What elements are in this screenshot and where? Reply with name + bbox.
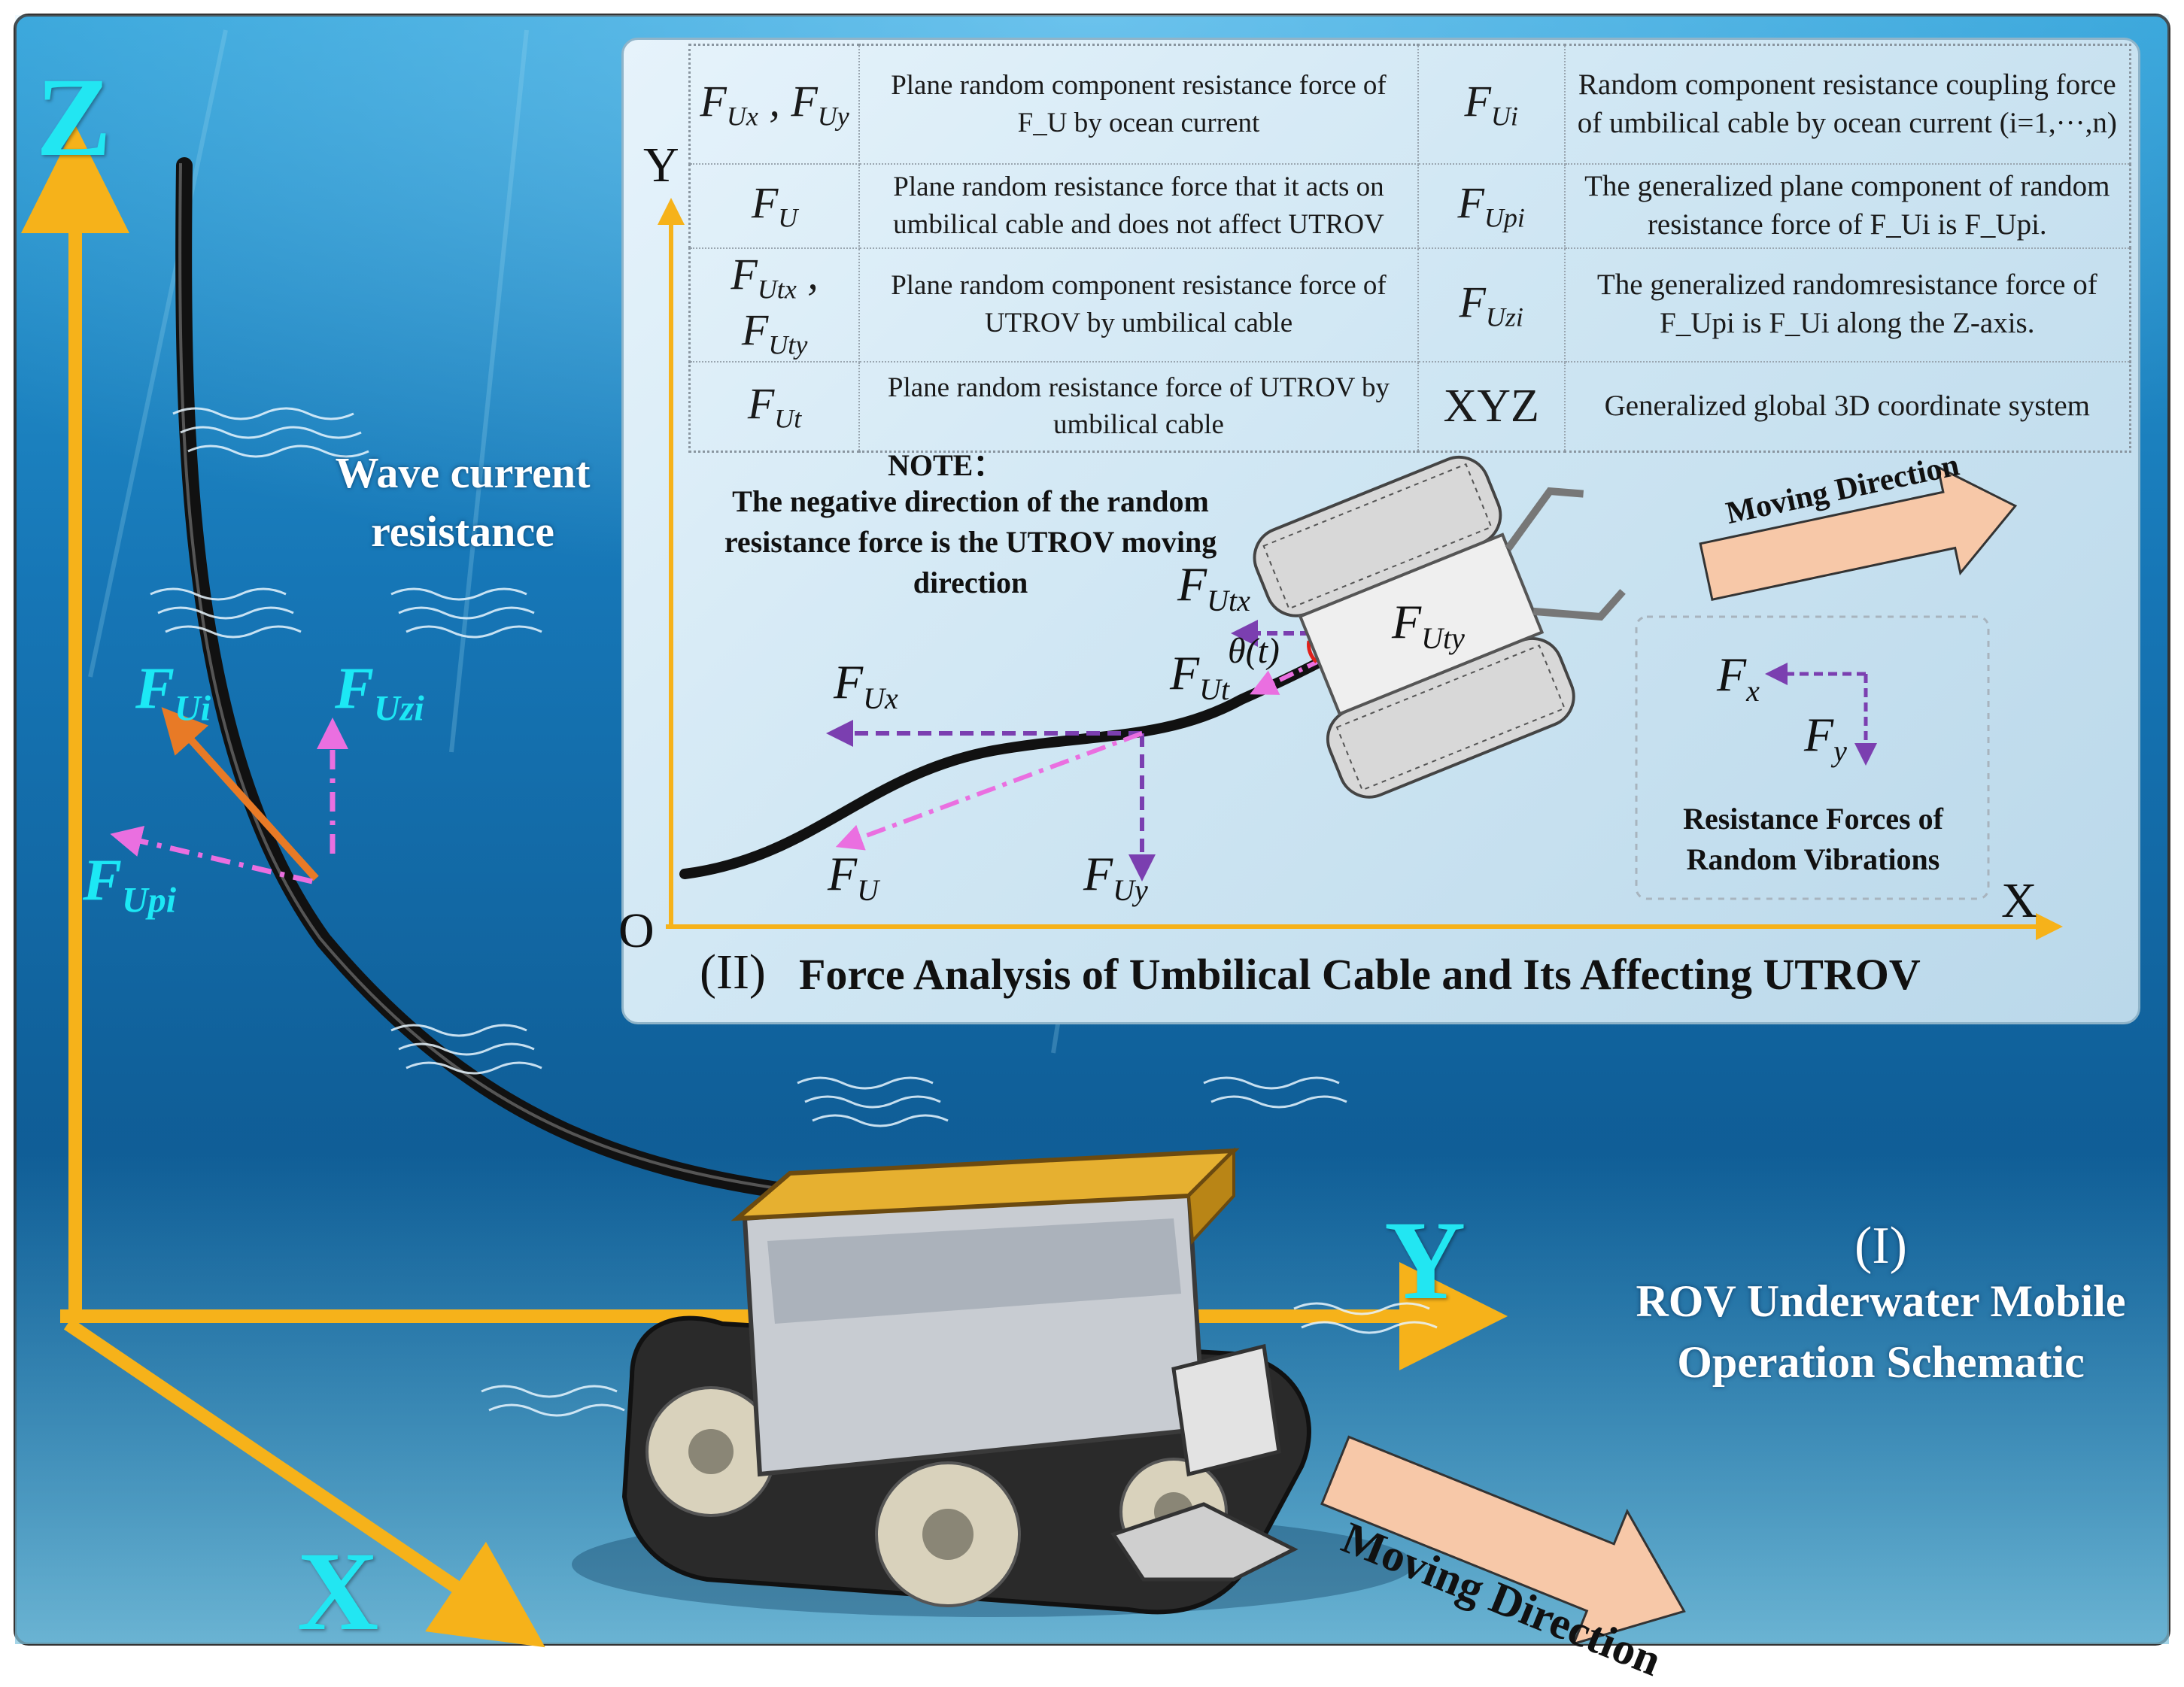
cable-highlight <box>178 162 817 1195</box>
definition-table: FUx , FUy Plane random component resista… <box>688 44 2131 454</box>
table-row: FUt Plane random resistance force of UTR… <box>688 360 2131 453</box>
f-upi-sym: F <box>83 847 123 912</box>
table-row: FU Plane random resistance force that it… <box>688 162 2131 249</box>
f-u-label: FU <box>828 846 879 908</box>
desc-cell: Plane random resistance force of UTROV b… <box>858 360 1419 453</box>
f-uy-sub: Uy <box>1113 872 1148 907</box>
f-ux-label: FUx <box>834 654 898 716</box>
wave-current-label: Wave current resistance <box>335 448 591 557</box>
panel-x-label: X <box>2001 873 2037 928</box>
desc-cell: The generalized plane component of rando… <box>1563 162 2131 249</box>
desc-cell: Plane random resistance force that it ac… <box>858 162 1419 249</box>
symbol-cell: FUx , FUy <box>688 44 861 165</box>
f-utx-sub: Utx <box>1207 583 1250 617</box>
f-uty-label: FUty <box>1392 594 1465 656</box>
f-uty-sym: F <box>1392 595 1422 648</box>
legend-fx-sub: x <box>1746 673 1760 708</box>
f-u-arrow <box>835 731 1144 851</box>
desc-cell: Plane random component resistance force … <box>858 44 1419 165</box>
symbol-cell: FUtx , FUty <box>688 247 861 363</box>
f-utx-sym: F <box>1177 557 1207 611</box>
section-ii-number: (II) <box>700 945 766 1000</box>
section-i-number: (I) <box>1854 1217 1907 1275</box>
f-ut-sym: F <box>1170 646 1200 699</box>
legend-caption: Resistance Forces of Random Vibrations <box>1683 802 1943 876</box>
legend-fy-sub: y <box>1833 733 1847 768</box>
symbol-cell: FUi <box>1417 44 1566 165</box>
f-upi-sub: Upi <box>122 880 177 921</box>
f-ui-sub: Ui <box>175 688 211 729</box>
gripper-box <box>1171 1343 1281 1477</box>
desc-cell: The generalized randomresistance force o… <box>1563 247 2131 363</box>
f-u-sym: F <box>828 847 858 900</box>
desc-cell: Random component resistance coupling for… <box>1563 44 2131 165</box>
symbol-cell: FUzi <box>1417 247 1566 363</box>
desc-cell: Generalized global 3D coordinate system <box>1563 360 2131 453</box>
z-axis-label: Z <box>36 55 112 180</box>
table-row: FUx , FUy Plane random component resista… <box>688 44 2131 165</box>
symbol-cell: FUt <box>688 360 861 453</box>
desc-cell: Plane random component resistance force … <box>858 247 1419 363</box>
frame-window <box>767 1218 1181 1324</box>
f-ui-sym: F <box>135 655 175 721</box>
legend-fx-sym: F <box>1717 648 1747 701</box>
section-ii-title: Force Analysis of Umbilical Cable and It… <box>799 950 1921 999</box>
moving-direction-arrow-scene <box>1320 1435 1686 1646</box>
note-body: The negative direction of the random res… <box>724 484 1217 599</box>
symbol-cell: XYZ <box>1417 360 1566 453</box>
f-ui-label: FUi <box>135 654 211 730</box>
f-ux-sub: Ux <box>863 681 898 715</box>
f-uty-sub: Uty <box>1421 620 1465 655</box>
panel-origin-label: O <box>618 903 655 958</box>
panel-utrov <box>1253 455 1626 799</box>
rov-vehicle <box>572 1147 1414 1617</box>
f-ut-label: FUt <box>1170 645 1229 707</box>
f-upi-arrow <box>110 825 313 884</box>
gripper-claw <box>1110 1502 1299 1582</box>
f-uzi-sub: Uzi <box>374 688 424 729</box>
yellow-side-plate <box>1186 1147 1235 1245</box>
f-ut-sub: Ut <box>1199 672 1230 706</box>
f-u-sub: U <box>857 872 879 907</box>
x-axis-arrow <box>63 1318 545 1648</box>
f-upi-label: FUpi <box>83 846 176 921</box>
f-uzi-sym: F <box>335 655 375 721</box>
theta-arc <box>1307 640 1318 663</box>
theta-label: θ(t) <box>1228 631 1280 671</box>
table-row: FUtx , FUty Plane random component resis… <box>688 247 2131 363</box>
legend-fy-sym: F <box>1804 708 1834 761</box>
legend-fy-label: Fy <box>1804 707 1847 769</box>
legend-fx-label: Fx <box>1717 647 1760 708</box>
f-utx-label: FUtx <box>1177 557 1250 618</box>
f-uzi-label: FUzi <box>335 654 424 730</box>
symbol-cell: FU <box>688 162 861 249</box>
f-ux-sym: F <box>834 655 864 708</box>
moving-direction-arrow-panel <box>1699 465 2018 601</box>
x-axis-label: X <box>297 1529 379 1654</box>
f-uy-sym: F <box>1083 847 1113 900</box>
section-i-title: ROV Underwater Mobile Operation Schemati… <box>1636 1276 2126 1387</box>
y-axis-label: Y <box>1384 1198 1466 1323</box>
note-title: NOTE： <box>888 448 1004 482</box>
panel-y-label: Y <box>643 138 679 193</box>
f-uy-label: FUy <box>1083 846 1148 908</box>
symbol-cell: FUpi <box>1417 162 1566 249</box>
f-ui-arrow <box>161 707 319 881</box>
